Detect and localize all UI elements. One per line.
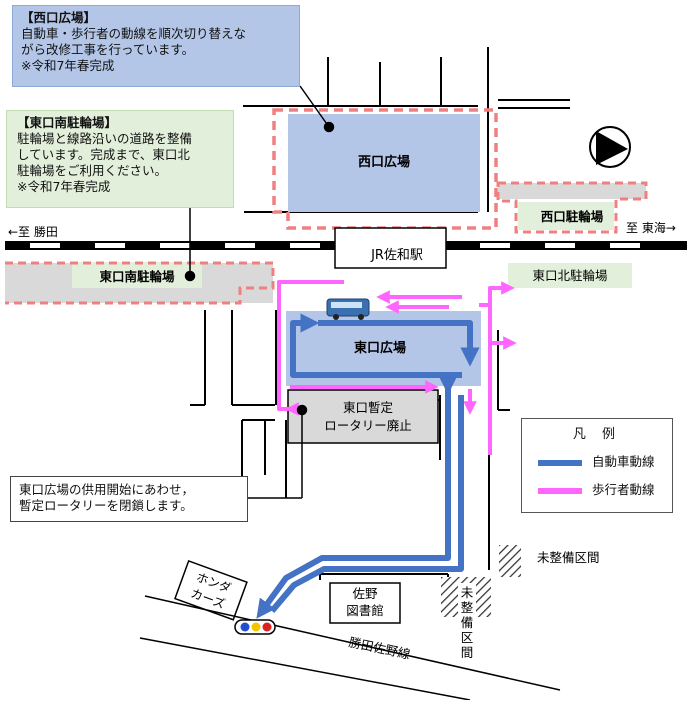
west-plaza-note-line2: がら改修工事を行っています。 bbox=[21, 42, 195, 57]
traffic-signal-icon bbox=[234, 619, 276, 635]
unfinished-char-3: 備 bbox=[461, 615, 474, 630]
west-plaza-note-title: 【西口広場】 bbox=[21, 10, 97, 25]
station-label: JR佐和駅 bbox=[370, 248, 423, 263]
rotary-closure-note: 東口広場の供用開始にあわせ， 暫定ロータリーを閉鎖します。 bbox=[10, 476, 248, 522]
library-label-line2: 図書館 bbox=[346, 603, 384, 618]
unfinished-section-label: 未整備区間 bbox=[537, 550, 600, 565]
compass-north-arrow-icon bbox=[589, 126, 631, 168]
legend-label-car: 自動車動線 bbox=[592, 454, 655, 469]
west-plaza-note-line1: 自動車・歩行者の動線を順次切り替えな bbox=[21, 26, 247, 41]
east-north-parking-label: 東口北駐輪場 bbox=[532, 268, 607, 283]
unfinished-char-1: 未 bbox=[461, 585, 474, 600]
west-plaza-label: 西口広場 bbox=[358, 154, 410, 170]
rotary-closure-note-line2: 暫定ロータリーを閉鎖します。 bbox=[19, 498, 193, 513]
unfinished-char-4: 区 bbox=[461, 630, 474, 645]
temp-rotary-area bbox=[287, 389, 439, 444]
east-south-parking-note-line4: ※令和7年春完成 bbox=[17, 179, 111, 194]
rotary-closure-note-line1: 東口広場の供用開始にあわせ， bbox=[19, 482, 195, 497]
to-katsuta-label: ←至 勝田 bbox=[8, 224, 58, 239]
unfinished-char-5: 間 bbox=[461, 645, 474, 660]
east-south-parking-note: 【東口南駐輪場】 駐輪場と線路沿いの道路を整備 しています。完成まで、東口北 駐… bbox=[6, 110, 234, 208]
unfinished-section-hatch-right bbox=[499, 545, 521, 577]
katsuta-sano-road bbox=[139, 595, 561, 701]
unfinished-vertical-label: 未 整 備 区 間 bbox=[461, 585, 474, 660]
east-south-parking-label: 東口南駐輪場 bbox=[99, 269, 175, 284]
legend-title: 凡 例 bbox=[572, 427, 622, 442]
road-name-label: 勝田佐野線 bbox=[347, 634, 412, 662]
jr-station-building bbox=[334, 227, 447, 269]
unfinished-char-2: 整 bbox=[461, 600, 474, 615]
east-south-parking-note-line1: 駐輪場と線路沿いの道路を整備 bbox=[17, 131, 193, 146]
east-north-parking-area bbox=[508, 263, 632, 288]
west-plaza-area bbox=[288, 114, 480, 212]
bus-icon bbox=[326, 298, 370, 320]
west-parking-construction-boundary bbox=[496, 181, 648, 234]
map-legend: 凡 例 自動車動線 歩行者動線 bbox=[521, 418, 673, 513]
legend-label-pedestrian: 歩行者動線 bbox=[592, 482, 655, 497]
car-routes bbox=[256, 313, 480, 619]
east-south-parking-label-box bbox=[72, 262, 202, 288]
temp-rotary-label-line1: 東口暫定 bbox=[343, 400, 393, 415]
temp-rotary-label-line2: ロータリー廃止 bbox=[324, 418, 412, 433]
west-plaza-note: 【西口広場】 自動車・歩行者の動線を順次切り替えな がら改修工事を行っています。… bbox=[12, 5, 300, 87]
east-plaza-label: 東口広場 bbox=[354, 340, 406, 356]
west-plaza-construction-boundary bbox=[272, 108, 498, 230]
legend-swatch-car bbox=[538, 460, 582, 466]
west-parking-strip bbox=[498, 183, 646, 199]
west-plaza-note-line3: ※令和7年春完成 bbox=[21, 58, 115, 73]
to-tokai-label: 至 東海→ bbox=[626, 220, 676, 235]
callout-leaders bbox=[184, 85, 335, 499]
legend-swatch-pedestrian bbox=[538, 488, 582, 494]
east-south-parking-note-line2: しています。完成まで、東口北 bbox=[17, 147, 190, 162]
legend-item-pedestrian: 歩行者動線 bbox=[538, 482, 668, 500]
east-south-parking-construction-boundary bbox=[5, 261, 275, 305]
legend-item-car: 自動車動線 bbox=[538, 454, 668, 472]
west-parking-label: 西口駐輪場 bbox=[541, 209, 604, 224]
east-south-parking-note-line3: 駐輪場をご利用ください。 bbox=[17, 163, 168, 178]
unfinished-vertical-bg bbox=[458, 583, 476, 663]
library-label-line1: 佐野 bbox=[352, 586, 378, 601]
honda-cars-building: ホンダ カーズ bbox=[174, 559, 248, 621]
west-parking-area bbox=[518, 202, 614, 230]
east-south-parking-note-title: 【東口南駐輪場】 bbox=[17, 115, 118, 130]
